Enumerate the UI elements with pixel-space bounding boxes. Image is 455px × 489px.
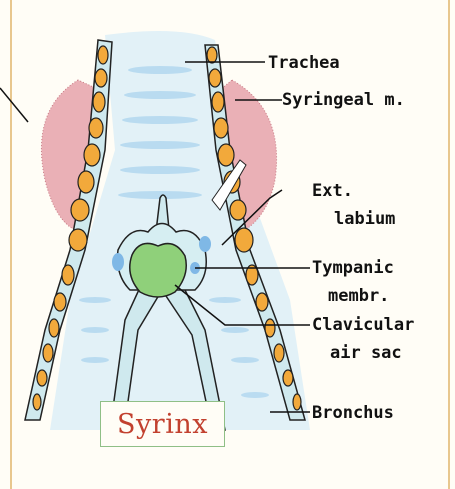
diagram-title: Syrinx [117,409,208,440]
label-clavicular-line1: Clavicular [312,314,414,336]
label-trachea: Trachea [268,52,340,74]
label-tympanic-line1: Tympanic [312,257,394,279]
label-ext-line2: labium [334,208,395,230]
label-bronchus: Bronchus [312,402,394,424]
label-syringeal-muscle: Syringeal m. [282,89,405,111]
tympanic-membrane [130,243,186,297]
label-tympanic-line2: membr. [328,285,389,307]
label-ext-line1: Ext. [312,180,353,202]
label-clavicular-line2: air sac [330,342,402,364]
title-box: Syrinx [100,401,225,447]
